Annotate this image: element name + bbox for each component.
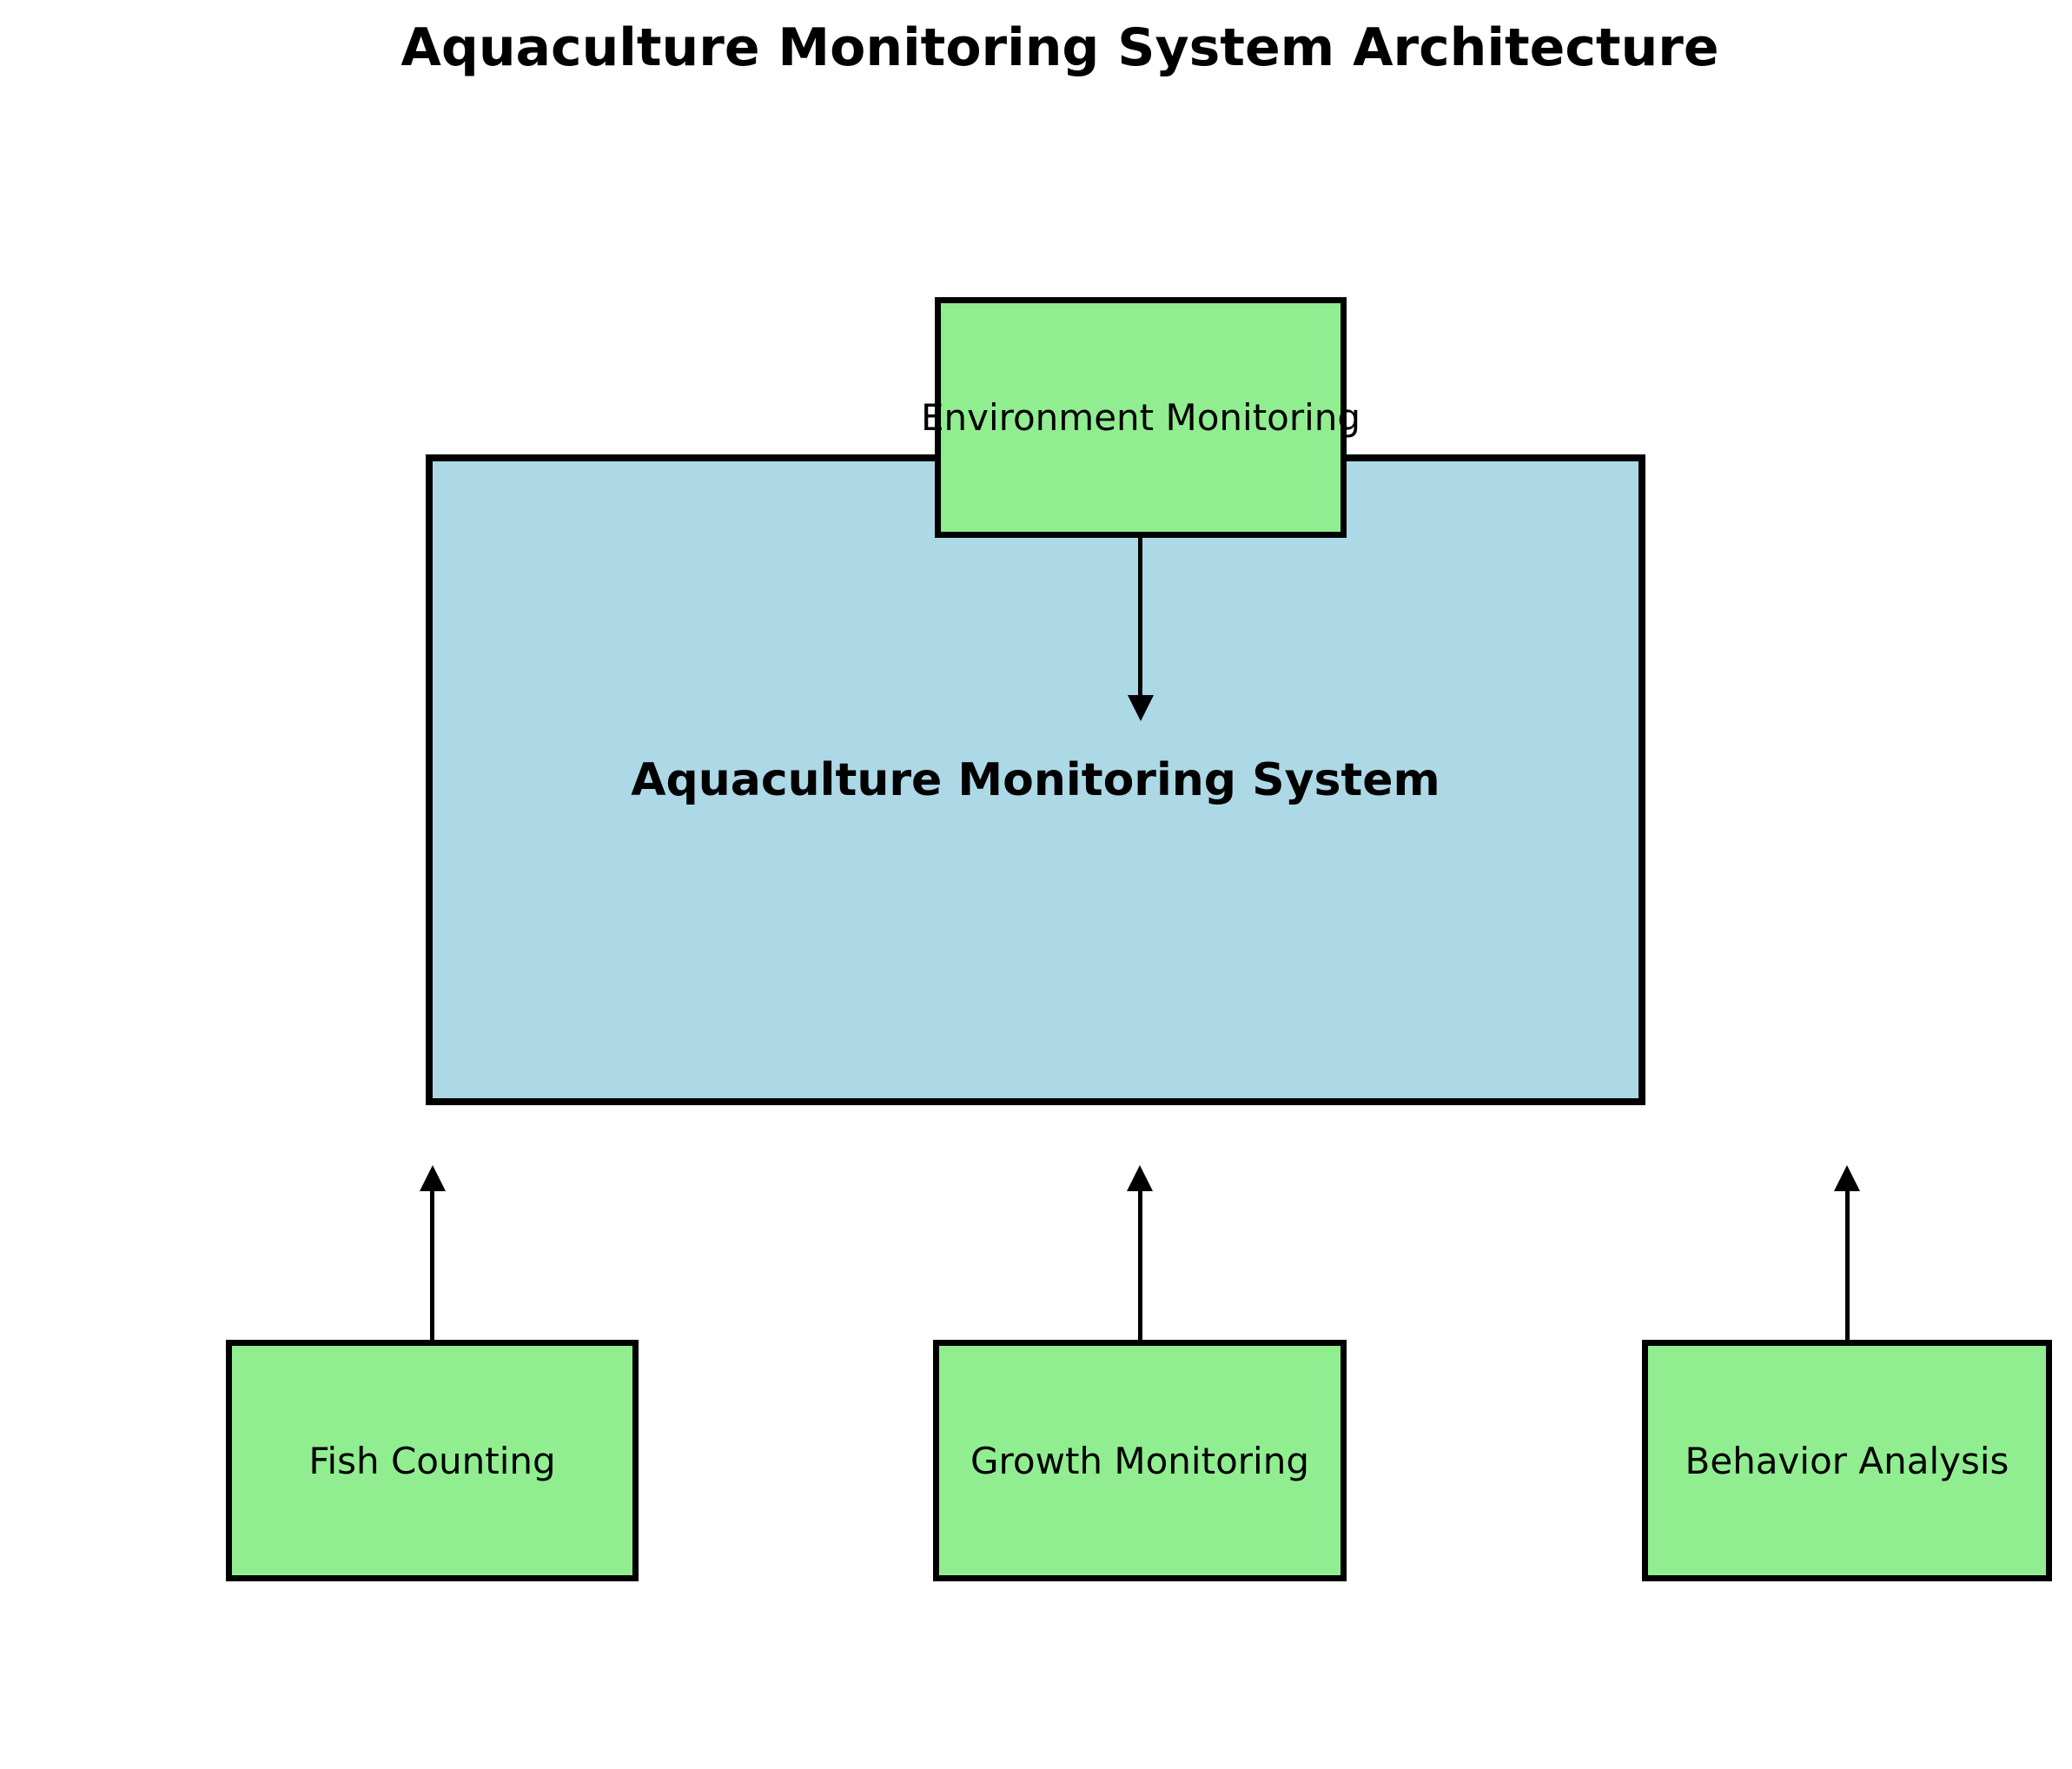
- node-fish-counting-label: Fish Counting: [308, 1439, 556, 1482]
- arrow-fish-counting-to-system-line: [430, 1191, 434, 1340]
- node-environment-monitoring-label: Environment Monitoring: [920, 396, 1361, 439]
- arrow-growth-monitoring-to-system-head: [1127, 1165, 1153, 1191]
- arrow-growth-monitoring-to-system-line: [1138, 1191, 1142, 1340]
- node-growth-monitoring-label: Growth Monitoring: [970, 1439, 1309, 1482]
- arrow-behavior-analysis-to-system-head: [1834, 1165, 1860, 1191]
- node-fish-counting: Fish Counting: [226, 1340, 639, 1581]
- node-environment-monitoring: Environment Monitoring: [921, 297, 1360, 538]
- arrow-fish-counting-to-system-head: [420, 1165, 446, 1191]
- arrow-behavior-analysis-to-system-line: [1845, 1191, 1850, 1340]
- node-behavior-analysis-label: Behavior Analysis: [1685, 1439, 2009, 1482]
- central-system-label: Aquaculture Monitoring System: [631, 753, 1440, 806]
- node-growth-monitoring: Growth Monitoring: [933, 1340, 1347, 1581]
- central-system-box: Aquaculture Monitoring System: [426, 454, 1645, 1105]
- node-behavior-analysis: Behavior Analysis: [1642, 1340, 2052, 1581]
- arrow-environment-to-system-head: [1128, 695, 1154, 721]
- arrow-environment-to-system-line: [1138, 538, 1142, 695]
- diagram-title: Aquaculture Monitoring System Architectu…: [400, 17, 1719, 78]
